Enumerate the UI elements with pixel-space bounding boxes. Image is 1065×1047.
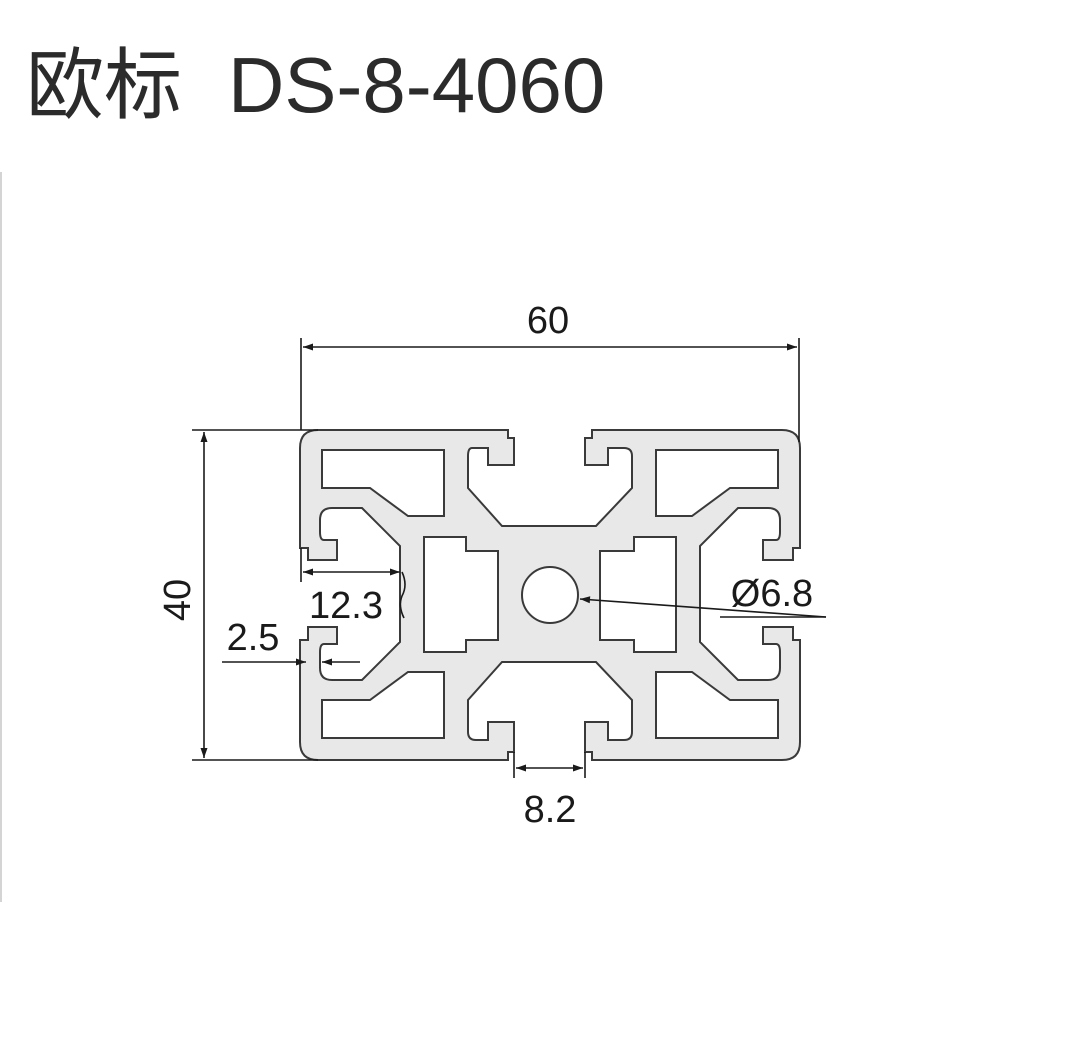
page-left-rule <box>0 172 2 902</box>
profile-cross-section <box>299 429 801 761</box>
bore-leader-line <box>579 596 827 618</box>
title-standard: 欧标 <box>26 41 183 129</box>
slot-width-label: 8.2 <box>524 789 577 831</box>
dimension-lines <box>192 338 827 778</box>
wall-thickness-label: 2.5 <box>227 617 280 659</box>
height-label: 40 <box>157 579 199 621</box>
profile-outline <box>299 429 801 761</box>
bore-diameter-label: Ø6.8 <box>731 573 813 615</box>
groove-depth-break-mark <box>399 571 406 619</box>
groove-depth-label: 12.3 <box>309 585 383 627</box>
title-model: DS-8-4060 <box>228 41 606 129</box>
width-label: 60 <box>527 300 569 342</box>
